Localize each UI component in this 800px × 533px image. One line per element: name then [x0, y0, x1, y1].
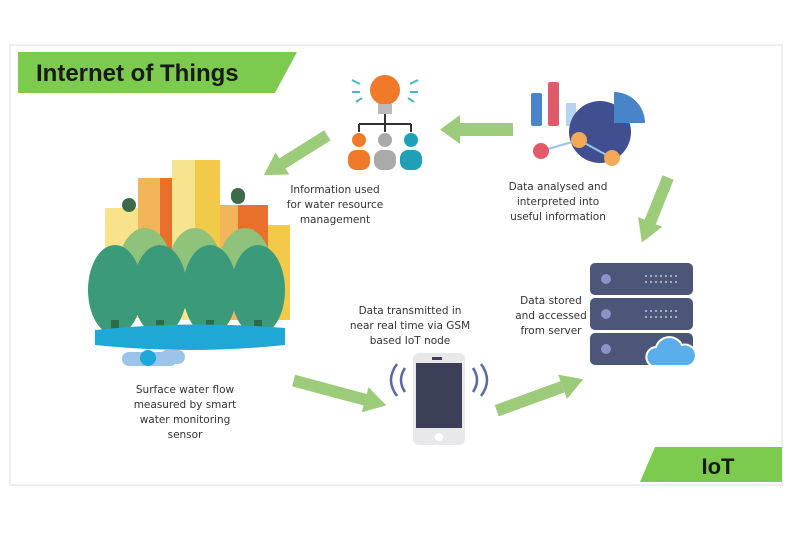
caption-line: based IoT node: [370, 335, 451, 347]
arrow-sensor-to-phone: [292, 374, 387, 413]
caption-line: water monitoring: [140, 414, 231, 426]
arrow-analyse-to-use: [440, 115, 513, 144]
caption-sensor: Surface water flow measured by smart wat…: [134, 384, 237, 441]
iot-badge: IoT: [640, 447, 782, 482]
arrow-use-to-sensor: [263, 130, 331, 176]
caption-line: Information used: [290, 184, 379, 196]
iot-badge-text: IoT: [702, 454, 736, 479]
caption-line: Surface water flow: [136, 384, 235, 396]
caption-use: Information used for water resource mana…: [287, 184, 383, 226]
caption-line: management: [300, 214, 370, 226]
caption-line: Data stored: [520, 295, 582, 307]
smartphone-icon: [389, 353, 489, 445]
title-banner: Internet of Things: [18, 52, 297, 93]
arrow-server-to-analyse: [638, 175, 674, 243]
analytics-chart-icon: [531, 82, 645, 166]
caption-line: near real time via GSM: [350, 320, 470, 332]
caption-analyse: Data analysed and interpreted into usefu…: [509, 181, 608, 223]
caption-line: Data transmitted in: [359, 305, 462, 317]
caption-line: useful information: [510, 211, 606, 223]
caption-line: sensor: [168, 429, 203, 441]
caption-line: interpreted into: [517, 196, 599, 208]
caption-transmit: Data transmitted in near real time via G…: [350, 305, 470, 347]
title-text: Internet of Things: [36, 60, 239, 87]
caption-server: Data stored and accessed from server: [515, 295, 587, 337]
caption-line: Data analysed and: [509, 181, 608, 193]
lightbulb-people-icon: [348, 75, 422, 170]
server-cloud-icon: [590, 263, 697, 367]
signal-waves-icon: [389, 363, 489, 397]
arrow-phone-to-server: [494, 374, 584, 417]
caption-line: measured by smart: [134, 399, 237, 411]
caption-line: and accessed: [515, 310, 587, 322]
city-trees-icon: [88, 160, 290, 366]
caption-line: from server: [520, 325, 582, 337]
caption-line: for water resource: [287, 199, 383, 211]
